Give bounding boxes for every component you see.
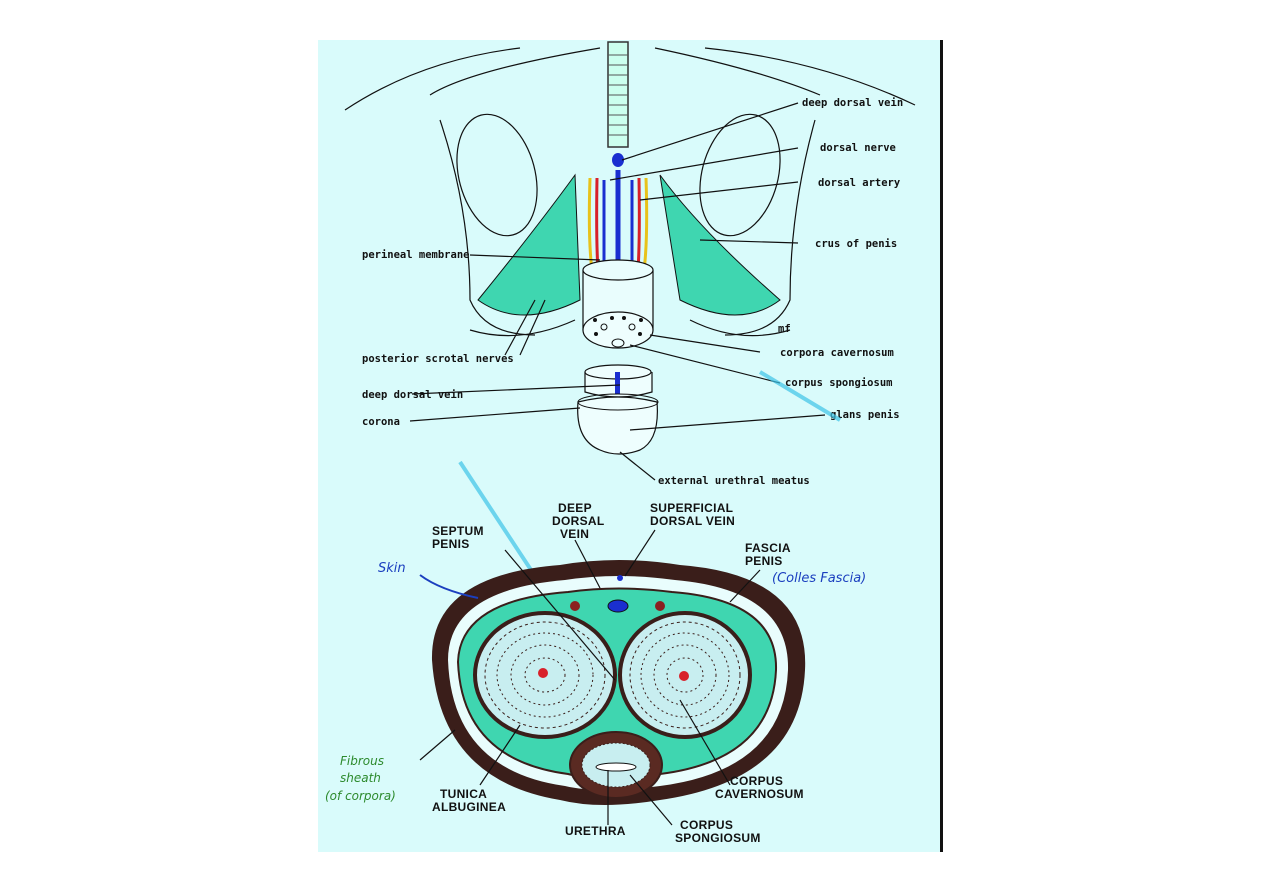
label-vein: VEIN (560, 527, 589, 541)
upper-leader-lines (409, 102, 826, 481)
label-corpus-cav: CORPUS (730, 774, 783, 788)
dorsal-vessels (587, 170, 649, 271)
glans-section (577, 364, 659, 455)
label-crus-of-penis: crus of penis (815, 238, 897, 250)
pelvic-outline (344, 47, 916, 337)
label-corpora-cavernosum: corpora cavernosum (780, 347, 894, 359)
perineal-membrane-right (659, 174, 781, 316)
sheet-edge (940, 40, 943, 852)
label-dorsal: DORSAL (552, 514, 604, 528)
label-corona: corona (362, 416, 400, 428)
hand-label-skin: Skin (378, 561, 406, 576)
label-fascia-penis: PENIS (745, 554, 783, 568)
label-albuginea: ALBUGINEA (432, 800, 506, 814)
marker-streak-2 (758, 370, 842, 422)
label-urethra: URETHRA (565, 824, 626, 838)
label-perineal-membrane: perineal membrane (362, 249, 469, 261)
hand-label-of-corpora: (of corpora) (325, 789, 396, 803)
cross-section (431, 560, 806, 805)
label-fascia: FASCIA (745, 541, 791, 555)
label-glans-penis: glans penis (830, 409, 900, 421)
hand-label-sheath: sheath (340, 771, 381, 785)
label-spongiosum: SPONGIOSUM (675, 831, 761, 845)
label-corpus-lower: CORPUS (680, 818, 733, 832)
label-deep: DEEP (558, 501, 592, 515)
label-dorsal-artery: dorsal artery (818, 177, 901, 189)
label-penis: PENIS (432, 537, 470, 551)
label-superficial: SUPERFICIAL (650, 501, 733, 515)
penis-shaft-section (582, 259, 654, 349)
perineal-membrane-left (477, 173, 581, 316)
label-septum: SEPTUM (432, 524, 484, 538)
hand-label-colles-fascia: (Colles Fascia) (772, 571, 866, 586)
label-deep-dorsal-vein: deep dorsal vein (802, 97, 903, 109)
hand-label-fibrous: Fibrous (340, 754, 384, 768)
label-external-urethral-meatus: external urethral meatus (658, 475, 810, 487)
lower-leader-lines (419, 529, 761, 826)
label-deep-dorsal-vein-2: deep dorsal vein (362, 389, 463, 401)
label-dorsal-vein: DORSAL VEIN (650, 514, 735, 528)
urethra-slit (595, 762, 637, 772)
label-posterior-scrotal-nerves: posterior scrotal nerves (362, 353, 514, 365)
label-corpus-spongiosum: corpus spongiosum (785, 377, 892, 389)
label-artist-initials: mf (778, 323, 791, 335)
label-cavernosum: CAVERNOSUM (715, 787, 804, 801)
deep-dorsal-vein-dot (612, 153, 624, 167)
label-dorsal-nerve: dorsal nerve (820, 142, 896, 154)
label-tunica: TUNICA (440, 787, 487, 801)
